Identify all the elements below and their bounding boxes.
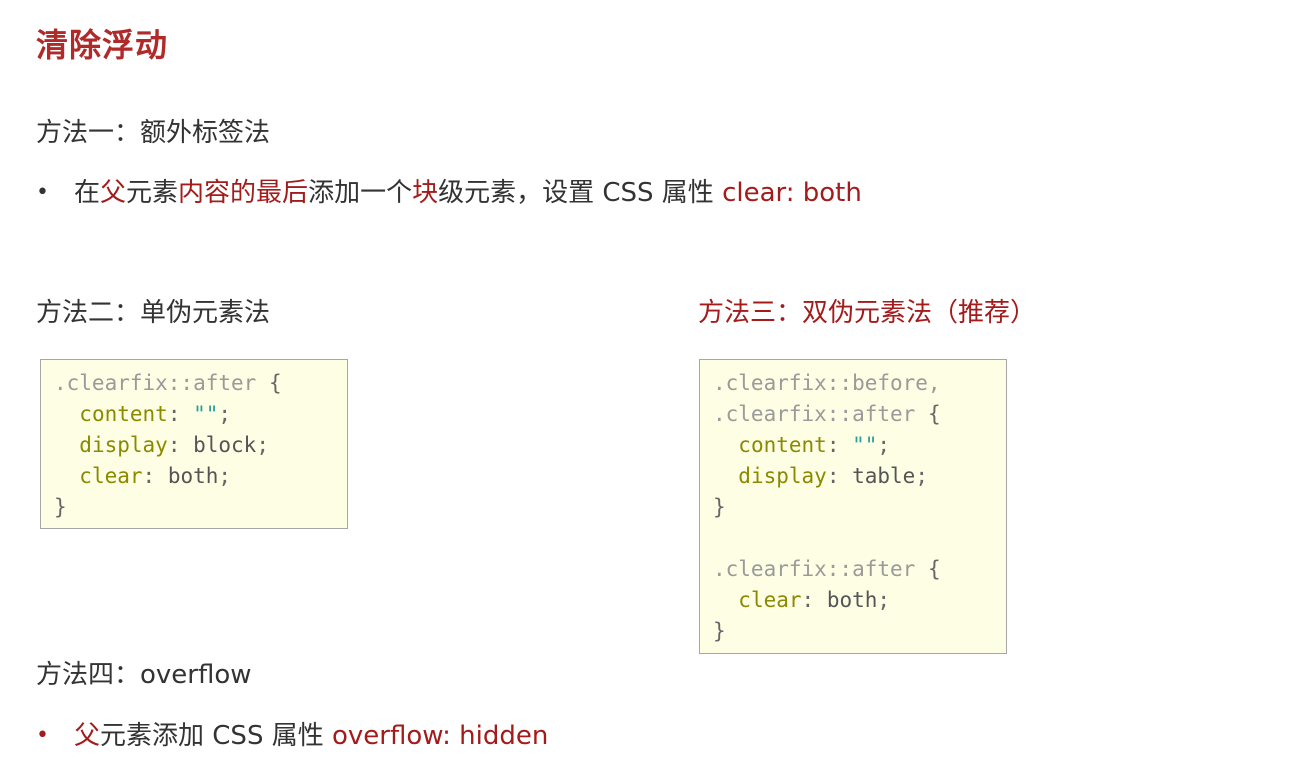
code-blank-line — [713, 523, 1006, 554]
highlight-overflow-hidden: overflow: hidden — [331, 721, 549, 751]
code-line: display: table; — [738, 464, 928, 488]
highlight-parent: 父 — [100, 178, 127, 208]
code-line: .clearfix::after { — [713, 399, 1006, 430]
text-segment: 元素添加 CSS 属性 — [100, 721, 332, 751]
code-property: content — [738, 433, 827, 457]
highlight-clear-both: clear: both — [722, 178, 862, 208]
text-segment: 级元素，设置 CSS 属性 — [438, 178, 723, 208]
bullet-icon: • — [36, 723, 49, 748]
code-value: "" — [852, 433, 878, 457]
code-selector: .clearfix::before, — [713, 371, 941, 395]
bullet-icon: • — [36, 180, 49, 205]
method1-bullet: • 在父元素内容的最后添加一个块级元素，设置 CSS 属性 clear: both — [36, 172, 862, 209]
method4-bullet: • 父元素添加 CSS 属性 overflow: hidden — [36, 715, 548, 752]
code-line: display: block; — [79, 433, 269, 457]
code-value: both — [167, 464, 219, 488]
method3-code-block: .clearfix::before, .clearfix::after { co… — [699, 359, 1007, 654]
code-line: } — [713, 616, 1006, 647]
code-brace: } — [713, 619, 726, 643]
code-selector: .clearfix::after — [713, 402, 916, 426]
code-line: clear: both; — [738, 588, 891, 612]
highlight-parent: 父 — [74, 721, 101, 751]
code-property: display — [79, 433, 168, 457]
code-value: block — [193, 433, 257, 457]
code-selector: .clearfix::after — [54, 371, 257, 395]
code-property: display — [738, 464, 827, 488]
method3-heading: 方法三：双伪元素法（推荐） — [698, 298, 1037, 328]
code-selector: .clearfix::after — [713, 557, 916, 581]
highlight-block: 块 — [412, 178, 439, 208]
highlight-content-last: 内容的最后 — [178, 178, 309, 208]
code-value: table — [852, 464, 916, 488]
code-brace: { — [915, 557, 941, 581]
method2-heading: 方法二：单伪元素法 — [36, 298, 271, 328]
code-property: content — [79, 402, 168, 426]
page-title: 清除浮动 — [36, 26, 169, 64]
method1-heading: 方法一：额外标签法 — [36, 118, 271, 148]
text-segment: 元素 — [126, 178, 179, 208]
code-line: } — [54, 492, 347, 523]
code-line: .clearfix::after { — [713, 554, 1006, 585]
code-line: content: ""; — [79, 402, 232, 426]
code-value: both — [826, 588, 878, 612]
code-line: .clearfix::before, — [713, 368, 1006, 399]
code-property: clear — [738, 588, 802, 612]
text-segment: 在 — [74, 178, 101, 208]
method2-code-block: .clearfix::after { content: ""; display:… — [40, 359, 348, 529]
text-segment: 添加一个 — [308, 178, 413, 208]
code-value: "" — [193, 402, 219, 426]
code-brace: } — [713, 495, 726, 519]
code-line: clear: both; — [79, 464, 232, 488]
code-line: .clearfix::after { — [54, 368, 347, 399]
code-line: } — [713, 492, 1006, 523]
code-brace: } — [54, 495, 67, 519]
code-brace: { — [915, 402, 941, 426]
code-brace: { — [256, 371, 282, 395]
code-line: content: ""; — [738, 433, 891, 457]
method4-heading: 方法四：overflow — [36, 660, 252, 690]
code-property: clear — [79, 464, 143, 488]
